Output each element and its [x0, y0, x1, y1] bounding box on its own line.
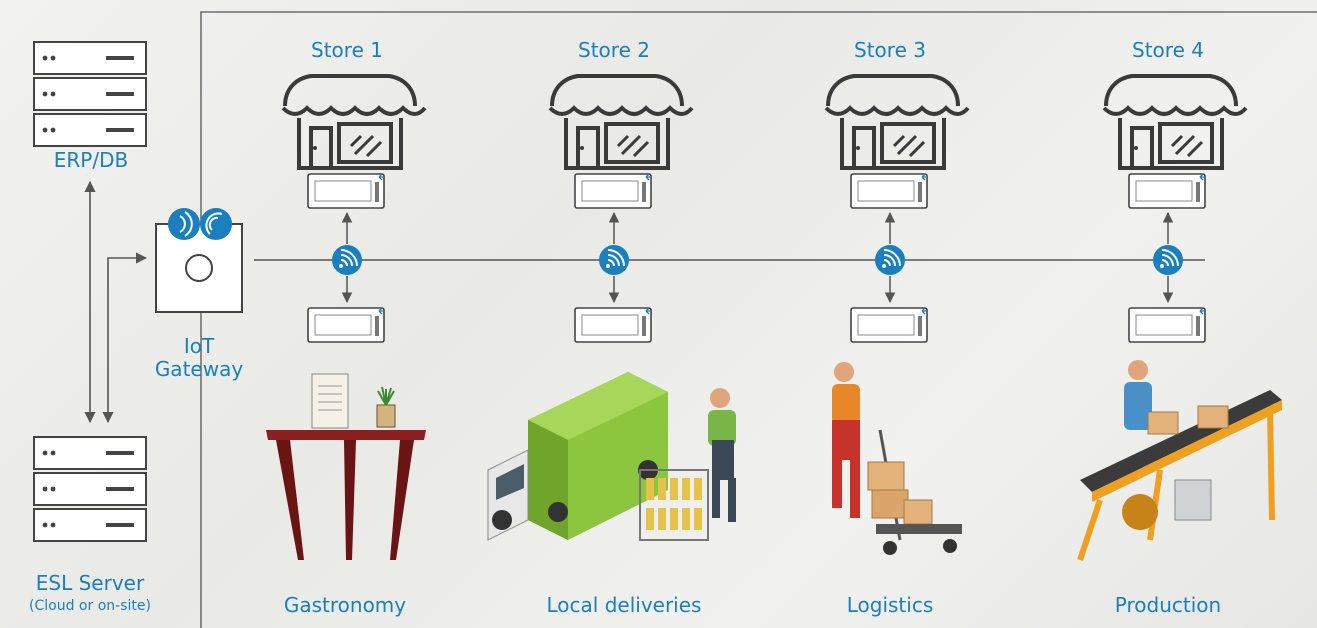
store-4-storefront-icon	[1102, 74, 1248, 170]
store-4-wireless-node-icon	[1152, 244, 1184, 276]
store-1-title: Store 1	[311, 38, 383, 62]
store-1-esl-tag-bottom	[307, 307, 385, 343]
store-1-storefront-icon	[281, 74, 427, 170]
store-4-esl-tag-top	[1128, 173, 1206, 209]
server-gateway-link-arrow	[102, 252, 148, 424]
delivery-truck-illustration	[487, 372, 668, 541]
courier-with-trolley-illustration	[639, 388, 736, 541]
store-3-title: Store 3	[854, 38, 926, 62]
sector-gastronomy-label: Gastronomy	[283, 593, 407, 617]
iot-gateway-icon	[155, 208, 243, 313]
esl-server-label: ESL Server	[35, 571, 145, 595]
store-1-esl-tag-top	[307, 173, 385, 209]
store-3-storefront-icon	[824, 74, 970, 170]
store-2-esl-tag-top	[574, 173, 652, 209]
store-2-title: Store 2	[578, 38, 650, 62]
gateway-label-line1: IoT	[183, 334, 215, 358]
store-2-esl-tag-bottom	[574, 307, 652, 343]
gateway-label-line2: Gateway	[154, 357, 244, 381]
store-3-esl-tag-top	[850, 173, 928, 209]
store-1-wireless-node-icon	[331, 244, 363, 276]
store-3-wireless-node-icon	[874, 244, 906, 276]
sector-production-label: Production	[1114, 593, 1222, 617]
store-3-esl-tag-bottom	[850, 307, 928, 343]
store-4-title: Store 4	[1132, 38, 1204, 62]
store-4-esl-tag-bottom	[1128, 307, 1206, 343]
sector-local-deliveries-label: Local deliveries	[546, 593, 702, 617]
gastronomy-table-illustration	[266, 373, 426, 560]
esl-server-icon	[33, 436, 147, 542]
store-2-wireless-node-icon	[598, 244, 630, 276]
logistics-worker-illustration	[832, 362, 962, 555]
production-conveyor-illustration	[1077, 360, 1282, 561]
sector-logistics-label: Logistics	[846, 593, 934, 617]
erp-server-icon	[33, 41, 147, 147]
store-2-storefront-icon	[548, 74, 694, 170]
erp-db-label: ERP/DB	[53, 148, 129, 172]
esl-server-subtitle: (Cloud or on-site)	[29, 598, 151, 614]
